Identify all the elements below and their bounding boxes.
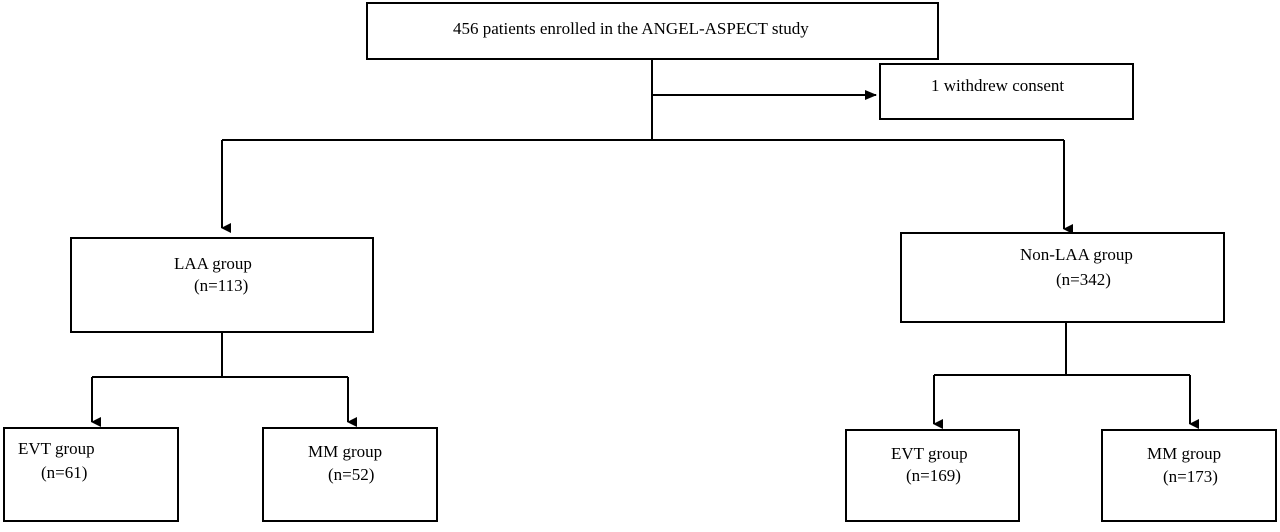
laa-group-label: LAA group <box>174 254 252 273</box>
non-laa-group-count: (n=342) <box>1056 270 1111 289</box>
laa-evt-label: EVT group <box>18 439 95 458</box>
non-laa-evt-count: (n=169) <box>906 466 961 485</box>
laa-evt-count: (n=61) <box>41 463 88 482</box>
laa-evt-box: EVT group (n=61) <box>3 427 179 522</box>
enrolled-box: 456 patients enrolled in the ANGEL-ASPEC… <box>366 2 939 60</box>
non-laa-mm-label: MM group <box>1147 444 1222 463</box>
enrolled-label: 456 patients enrolled in the ANGEL-ASPEC… <box>453 19 809 38</box>
non-laa-mm-box: MM group (n=173) <box>1101 429 1277 522</box>
laa-group-box: LAA group (n=113) <box>70 237 374 333</box>
non-laa-group-label: Non-LAA group <box>1020 245 1133 264</box>
laa-mm-label: MM group <box>308 442 383 461</box>
withdrew-box: 1 withdrew consent <box>879 63 1134 120</box>
non-laa-group-box: Non-LAA group (n=342) <box>900 232 1225 323</box>
laa-mm-box: MM group (n=52) <box>262 427 438 522</box>
non-laa-evt-box: EVT group (n=169) <box>845 429 1020 522</box>
non-laa-mm-count: (n=173) <box>1163 467 1218 486</box>
laa-group-count: (n=113) <box>194 276 249 295</box>
laa-mm-count: (n=52) <box>328 465 375 484</box>
withdrew-label: 1 withdrew consent <box>931 76 1065 95</box>
non-laa-evt-label: EVT group <box>891 444 968 463</box>
